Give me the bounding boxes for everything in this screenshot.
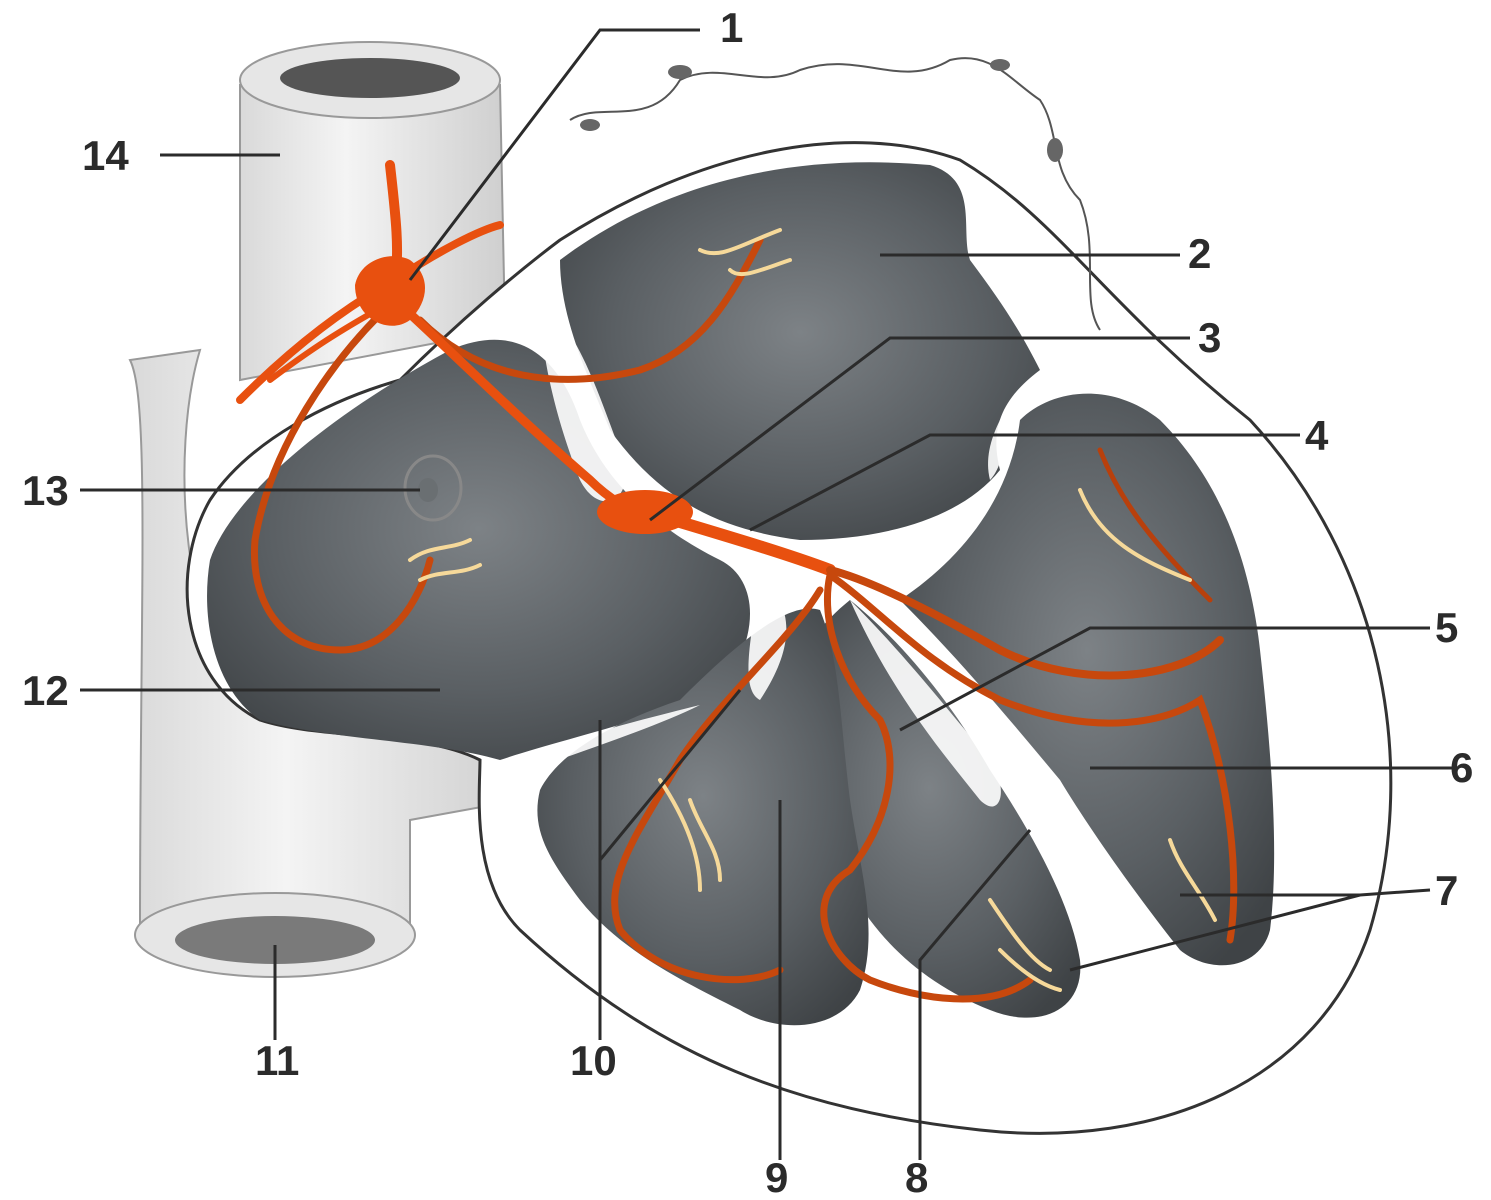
callout-4: 4 [1305,412,1329,459]
fat-lobule [580,119,600,131]
callout-9: 9 [765,1154,788,1200]
callout-1: 1 [720,4,743,51]
callout-8: 8 [905,1154,928,1200]
callout-12: 12 [22,667,69,714]
fat-lobule [668,65,692,79]
callout-14: 14 [82,132,129,179]
fat-lobule [1047,138,1063,162]
fat-lobule [990,59,1010,71]
callout-10: 10 [570,1037,617,1084]
callout-13: 13 [22,467,69,514]
callout-11: 11 [255,1037,299,1084]
callout-5: 5 [1435,604,1458,651]
callout-2: 2 [1188,230,1211,277]
callout-6: 6 [1450,744,1473,791]
callout-3: 3 [1198,314,1221,361]
callout-7: 7 [1435,867,1458,914]
